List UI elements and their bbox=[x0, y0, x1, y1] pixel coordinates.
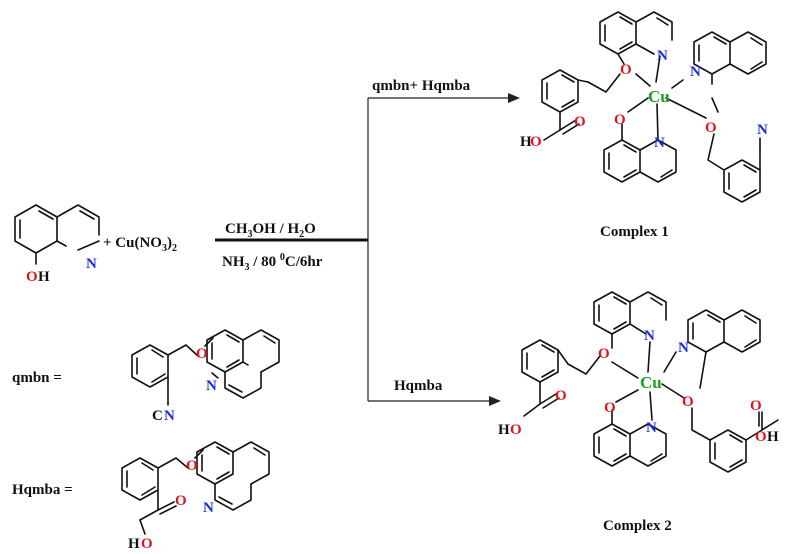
o-atom: O bbox=[186, 458, 198, 474]
n-atom: N bbox=[757, 122, 768, 138]
hqmba-structure: O N O H O bbox=[121, 441, 270, 552]
c-atom: C bbox=[152, 408, 163, 424]
n-atom: N bbox=[86, 256, 97, 272]
lower-arrow-label: Hqmba bbox=[394, 378, 443, 394]
n-atom: N bbox=[646, 420, 657, 436]
o-atom: O bbox=[682, 394, 694, 410]
qmbn-structure: O N C N bbox=[131, 329, 280, 424]
o-atom: O bbox=[196, 346, 208, 362]
upper-arrow-label: qmbn+ Hqmba bbox=[372, 78, 471, 94]
h-atom: H bbox=[520, 134, 532, 150]
hqmba-label: Hqmba = bbox=[12, 482, 73, 498]
copper-nitrate-label: + Cu(NO3)2 bbox=[103, 235, 177, 254]
o-atom: O bbox=[141, 536, 153, 552]
hydroxyquinoline-structure: N O H bbox=[14, 204, 100, 285]
n-atom: N bbox=[203, 500, 214, 516]
o-atom: O bbox=[705, 120, 717, 136]
o-atom: O bbox=[510, 422, 522, 438]
o-atom: O bbox=[614, 112, 626, 128]
n-atom: N bbox=[164, 408, 175, 424]
o-atom: O bbox=[175, 493, 187, 509]
n-atom: N bbox=[206, 378, 217, 394]
o-atom: O bbox=[755, 429, 767, 445]
cu-atom: Cu bbox=[640, 373, 662, 392]
lower-arrow-head bbox=[489, 396, 501, 406]
n-atom: N bbox=[690, 64, 701, 80]
complex-2-structure: N N O O N O O H O O O H Cu bbox=[498, 291, 779, 473]
cu-atom: Cu bbox=[648, 87, 670, 106]
n-atom: N bbox=[654, 135, 665, 151]
temperature-condition: NH3 / 80 0C/6hr bbox=[222, 252, 323, 273]
upper-arrow-head bbox=[508, 93, 520, 103]
o-atom: O bbox=[530, 134, 542, 150]
o-atom: O bbox=[598, 346, 610, 362]
n-atom: N bbox=[657, 48, 668, 64]
h-atom: H bbox=[38, 269, 50, 285]
o-atom: O bbox=[750, 398, 762, 414]
h-atom: H bbox=[767, 429, 779, 445]
solvent-condition: CH3OH / H2O bbox=[225, 221, 316, 240]
complex-2-label: Complex 2 bbox=[603, 518, 672, 534]
o-atom: O bbox=[574, 114, 586, 130]
h-atom: H bbox=[128, 536, 140, 552]
complex-1-structure: N N N O O N O O O H Cu bbox=[520, 11, 768, 203]
n-atom: N bbox=[644, 328, 655, 344]
qmbn-label: qmbn = bbox=[12, 370, 62, 386]
h-atom: H bbox=[498, 422, 510, 438]
o-atom: O bbox=[555, 388, 567, 404]
n-atom: N bbox=[678, 340, 689, 356]
complex-1-label: Complex 1 bbox=[600, 224, 669, 240]
o-atom: O bbox=[620, 62, 632, 78]
o-atom: O bbox=[604, 400, 616, 416]
o-atom: O bbox=[26, 269, 38, 285]
